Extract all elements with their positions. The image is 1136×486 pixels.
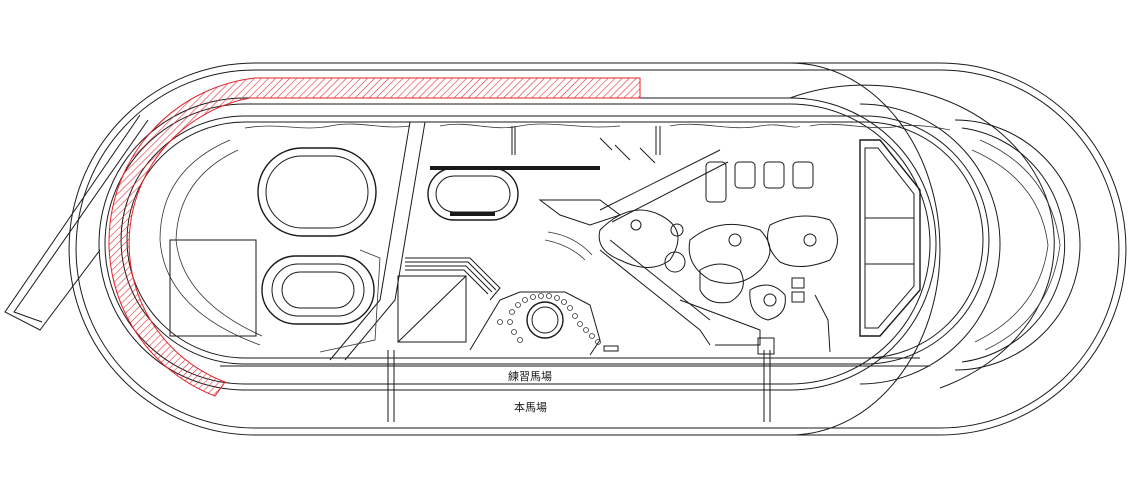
striped-structure (397, 257, 501, 343)
central-arena (469, 291, 619, 356)
right-paddock-structure (859, 139, 921, 337)
oval-course-lower-left (261, 255, 375, 325)
paddock-area (169, 239, 257, 337)
practice-track-label: 練習馬場 (508, 369, 552, 383)
left-chute (4, 114, 149, 331)
main-track-label: 本馬場 (514, 400, 547, 414)
practice-track-outline (98, 97, 937, 391)
main-track-outline (68, 62, 1127, 436)
oval-course-top-center (427, 166, 600, 221)
highlighted-section (108, 77, 641, 397)
diagonal-road (319, 121, 426, 361)
oval-course-upper-left (257, 147, 377, 237)
lower-lanes (220, 350, 930, 422)
stable-blocks (705, 161, 831, 355)
central-pathways (511, 126, 729, 346)
infield-wavy-edges (159, 123, 951, 346)
paddock-blobs (598, 209, 838, 346)
right-track-extension (789, 62, 1081, 436)
